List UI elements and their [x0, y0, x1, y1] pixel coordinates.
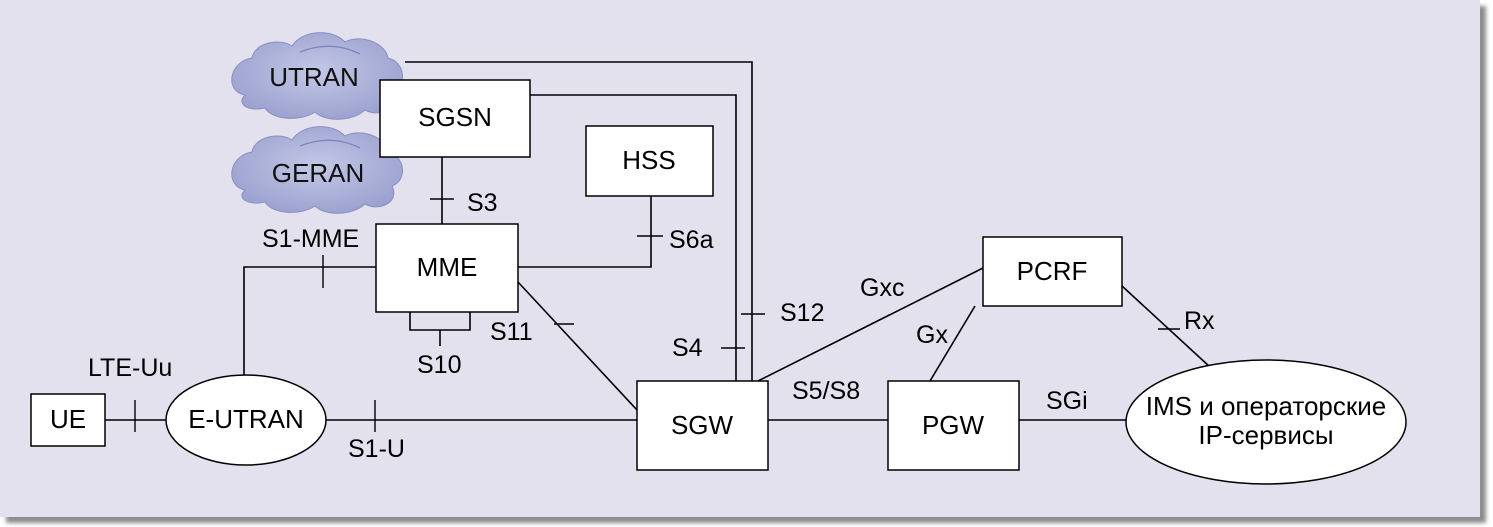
- s6a-label: S6a: [669, 226, 714, 254]
- interface-labels: LTE-Uu S1-MME S1-U S3 S6a S10 S11 S12 S4…: [88, 189, 1215, 463]
- utran-label: UTRAN: [269, 62, 359, 92]
- link-eutran-mme: [243, 266, 376, 375]
- ue-label: UE: [50, 404, 86, 434]
- link-pcrf-ims: [1121, 285, 1211, 368]
- pgw-node: PGW: [887, 380, 1020, 471]
- interface-ticks: [134, 198, 1180, 432]
- s1-mme-label: S1-MME: [262, 225, 359, 253]
- link-mme-s10-loop: [409, 312, 471, 331]
- mme-label: MME: [417, 252, 478, 282]
- gxc-label: Gxc: [860, 274, 904, 302]
- link-utran-sgw: [405, 61, 753, 381]
- lte-uu-label: LTE-Uu: [88, 354, 172, 382]
- eutran-label: E-UTRAN: [188, 404, 304, 434]
- ims-label-line2: IP-сервисы: [1198, 420, 1333, 450]
- gx-label: Gx: [916, 321, 948, 349]
- s10-label: S10: [417, 351, 461, 379]
- link-sgsn-sgw: [530, 94, 737, 381]
- pcrf-node: PCRF: [982, 236, 1123, 307]
- sgi-label: SGi: [1046, 387, 1088, 415]
- geran-cloud: GERAN: [231, 126, 403, 214]
- s3-label: S3: [467, 189, 498, 217]
- s12-label: S12: [780, 299, 824, 327]
- rx-label: Rx: [1184, 307, 1215, 335]
- s11-label: S11: [490, 318, 533, 346]
- ue-node: UE: [30, 393, 106, 447]
- link-sgw-pcrf: [757, 267, 984, 382]
- pcrf-label: PCRF: [1017, 256, 1088, 286]
- link-mme-sgw: [517, 281, 638, 411]
- link-mme-hss: [518, 196, 652, 268]
- utran-cloud: UTRAN: [231, 32, 403, 120]
- mme-node: MME: [375, 223, 519, 313]
- sgsn-label: SGSN: [418, 102, 492, 132]
- hss-label: HSS: [622, 145, 675, 175]
- hss-node: HSS: [585, 125, 714, 197]
- eutran-node: E-UTRAN: [165, 374, 327, 466]
- link-pcrf-pgw: [929, 305, 976, 382]
- pgw-label: PGW: [922, 410, 985, 440]
- sgw-node: SGW: [636, 380, 769, 471]
- s1-u-label: S1-U: [348, 435, 405, 463]
- s5-s8-label: S5/S8: [792, 377, 860, 405]
- geran-label: GERAN: [272, 158, 364, 188]
- s4-label: S4: [672, 334, 703, 362]
- ims-label-line1: IMS и операторские: [1146, 391, 1386, 421]
- ims-node: IMS и операторские IP-сервисы: [1125, 359, 1407, 485]
- connections: [105, 61, 1211, 421]
- sgsn-node: SGSN: [379, 79, 531, 158]
- sgw-label: SGW: [671, 410, 734, 440]
